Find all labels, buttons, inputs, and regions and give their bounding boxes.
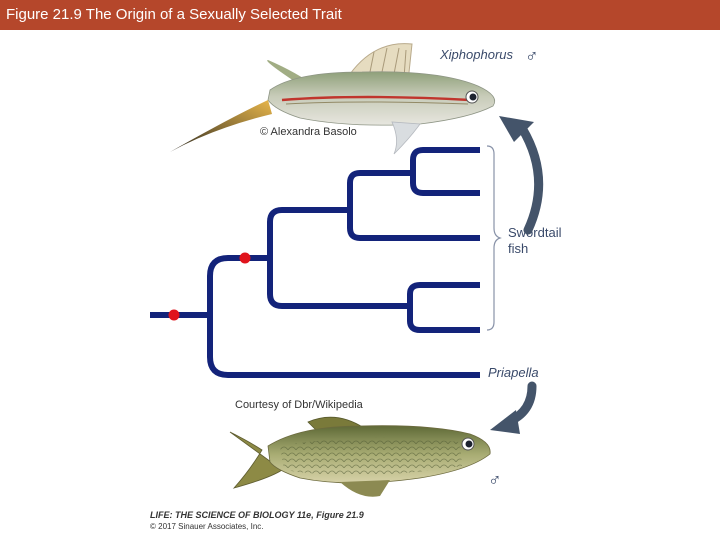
sword-origin-marker: [239, 252, 251, 264]
book-credit-line2: © 2017 Sinauer Associates, Inc.: [150, 522, 264, 531]
bottom-species-label: Priapella: [488, 365, 539, 380]
upper-clade-node: [347, 170, 480, 241]
preference-origin-marker: [168, 309, 180, 321]
phylogenetic-tree: [150, 147, 480, 378]
top-photo-credit: © Alexandra Basolo: [260, 126, 357, 138]
swordtail-fish-photo: [170, 43, 496, 155]
book-credit-line1: LIFE: THE SCIENCE OF BIOLOGY 11e, Figure…: [150, 510, 364, 520]
phylogeny-figure: Xiphophorus ♂ © Alexandra Basolo Swordta…: [150, 43, 562, 531]
bottom-curved-arrow: [490, 381, 537, 434]
priapella-fish-photo: [229, 416, 491, 497]
upper-pair-node: [410, 147, 480, 196]
swordtail-bracket: [486, 145, 502, 331]
swordtail-label-line1: Swordtail: [508, 225, 562, 240]
bottom-photo-credit: Courtesy of Dbr/Wikipedia: [235, 399, 364, 411]
top-species-label: Xiphophorus: [439, 47, 513, 62]
slide-title: Figure 21.9 The Origin of a Sexually Sel…: [0, 0, 720, 30]
top-curved-arrow: [499, 116, 544, 235]
root-node: [207, 255, 480, 378]
top-male-symbol: ♂: [525, 46, 539, 66]
lower-pair-node: [407, 282, 480, 333]
swordtail-label-line2: fish: [508, 241, 528, 256]
bottom-male-symbol: ♂: [488, 470, 502, 490]
swordtail-clade-node: [267, 207, 410, 309]
